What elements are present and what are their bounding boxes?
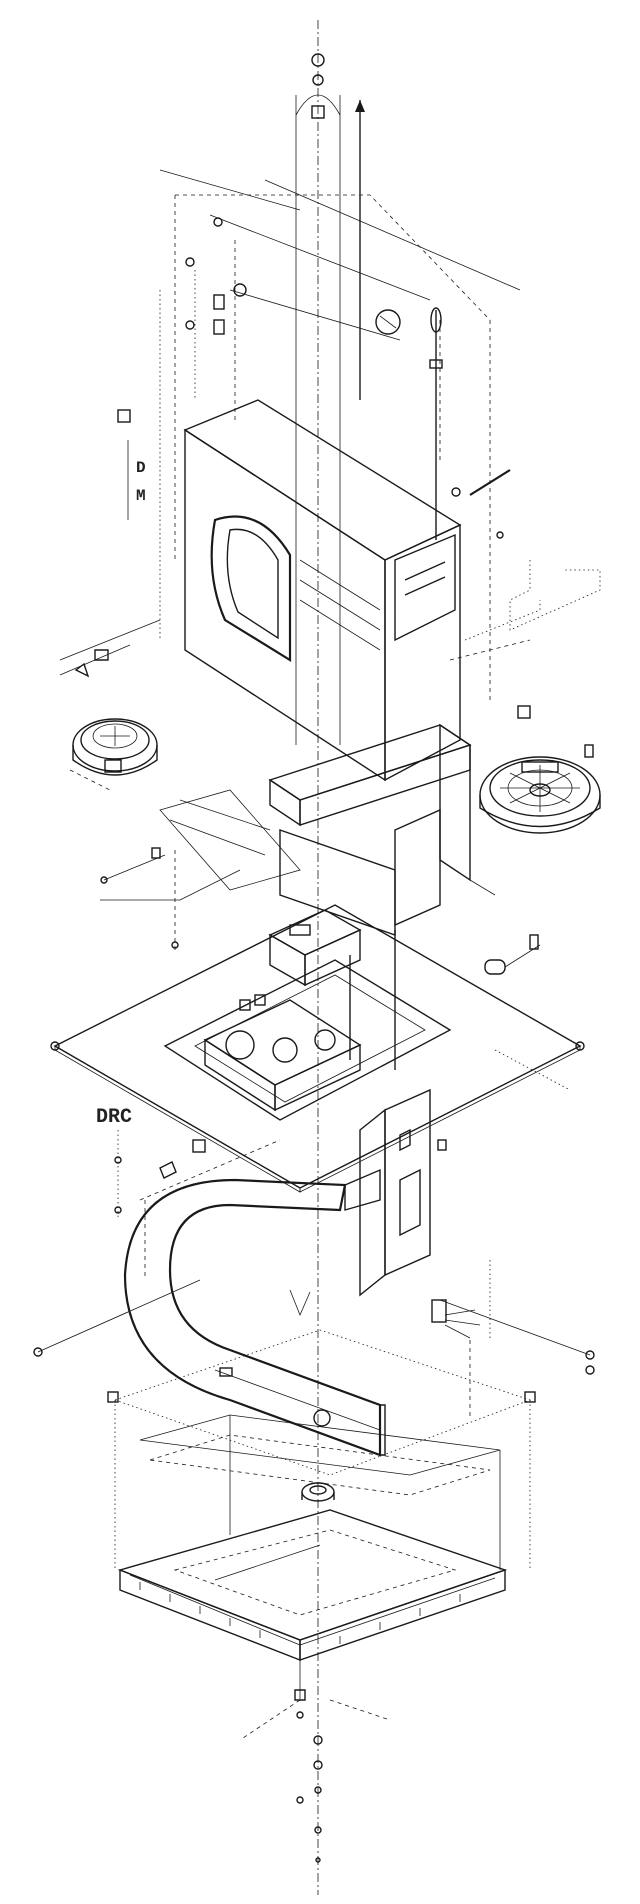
dark-column-panel: [359, 1088, 447, 1297]
side-label-lower: DRC: [96, 1106, 132, 1129]
central-axis-lines: [295, 20, 365, 1895]
right-dial-disk: [479, 705, 601, 834]
hanging-rod: [375, 307, 511, 540]
side-label-upper: D: [136, 459, 146, 477]
middle-frame-assembly: [100, 723, 496, 936]
lower-base-frame: [107, 1329, 536, 1570]
central-machine-unit: [203, 909, 396, 1112]
base-platform: [117, 1509, 508, 1701]
lower-disk-bearing: [301, 1482, 335, 1502]
right-stepped-frame: [449, 560, 601, 661]
main-platform-plate: [50, 904, 585, 1193]
top-finial-markers: [311, 53, 325, 119]
side-labels-lower: DRC: [96, 1106, 132, 1220]
side-labels-upper: D M: [136, 459, 146, 505]
lower-callout-lines: [33, 1260, 595, 1420]
mid-right-parts: [484, 934, 571, 1091]
upper-hatched-block: [183, 399, 462, 782]
curved-duct-segment: [123, 1168, 386, 1457]
mid-left-markers: [100, 847, 179, 950]
bottom-axis-markers: [239, 1699, 391, 1863]
upper-left-fasteners: [117, 217, 247, 520]
upper-construction-lines: [159, 169, 521, 700]
left-turntable-disk: [59, 619, 161, 791]
lower-left-parts: [139, 1139, 281, 1280]
side-label-upper-2: M: [136, 487, 146, 505]
base-platform-ticks: [139, 1582, 461, 1644]
